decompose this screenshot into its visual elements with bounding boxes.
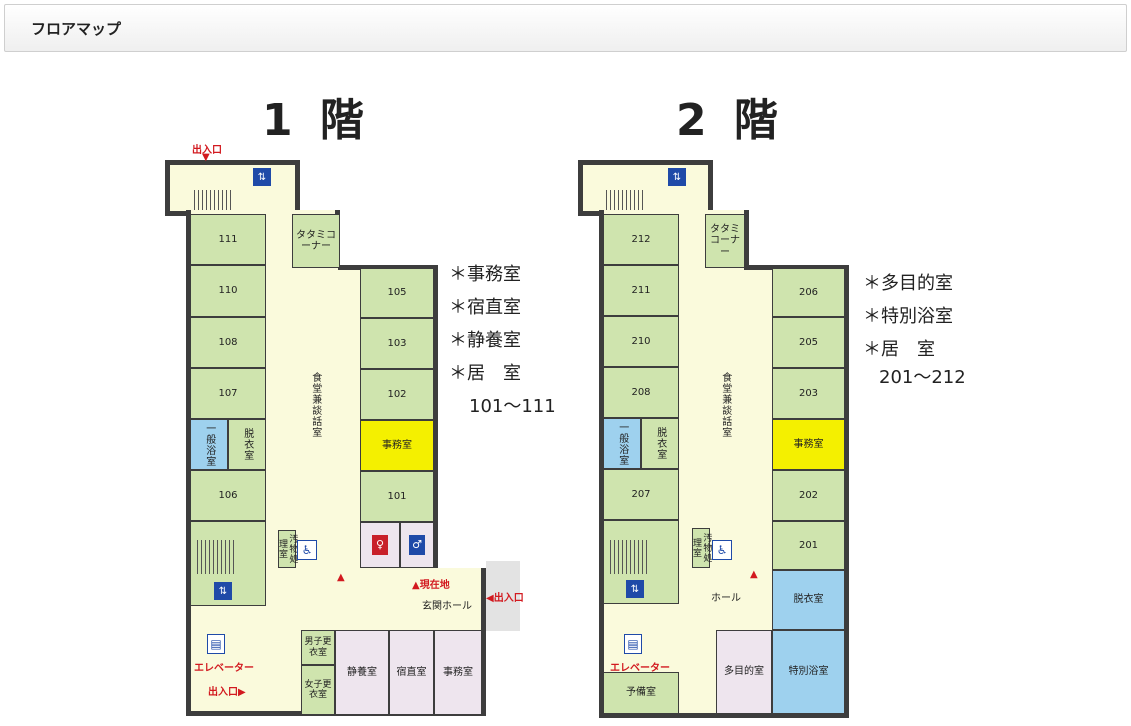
floor1-marker: ▲ — [337, 572, 345, 583]
floor1-dining-lounge: 食堂兼談話室 — [309, 372, 321, 438]
floor2-note: ＊特別浴室 — [863, 306, 953, 327]
floor1-general-bath: 一般浴室 — [190, 419, 228, 470]
accessible-icon: ♿ — [297, 540, 317, 560]
floor2-room-210: 210 — [603, 316, 679, 367]
floor2-room-208: 208 — [603, 367, 679, 418]
floor1-office: 事務室 — [360, 420, 434, 471]
elevator-icon: ▤ — [624, 634, 642, 654]
floor1-room-108: 108 — [190, 317, 266, 368]
floor1-room-111: 111 — [190, 214, 266, 265]
floor2-dressing-room-2: 脱衣室 — [772, 570, 845, 630]
floor2-note: ＊居 室 — [863, 339, 935, 360]
floor1-exit-top-arrow: ▼ — [202, 152, 210, 163]
floor2-note: ＊多目的室 — [863, 273, 953, 294]
floor1-tatami-corner: タタミコーナー — [292, 214, 340, 268]
floor1-note: ＊事務室 — [449, 264, 521, 285]
floor2-soiled-room: 汚物処理室 — [691, 528, 711, 568]
floor1-soiled-room: 汚物処理室 — [277, 530, 297, 568]
floor2-note: 201〜212 — [879, 367, 966, 388]
floor1-dressing-room: 脱衣室 — [228, 419, 266, 470]
floor1-exit-top-label: 出入口 — [192, 145, 222, 156]
floor2-room-206: 206 — [772, 268, 845, 317]
floor1-room-106: 106 — [190, 470, 266, 521]
floor2-special-bath: 特別浴室 — [772, 630, 845, 714]
floor1-outside-area — [486, 561, 520, 631]
page-header: フロアマップ — [4, 4, 1127, 52]
floor2-room-211: 211 — [603, 265, 679, 316]
floor1-office-2: 事務室 — [434, 630, 482, 715]
floor1-exit-bottom: 出入口▶ — [208, 687, 246, 698]
floor1-room-101: 101 — [360, 471, 434, 522]
floor1-room-102: 102 — [360, 369, 434, 420]
floor1-entrance-hall: 玄関ホール — [422, 601, 472, 613]
floor2-room-212: 212 — [603, 214, 679, 265]
floor2-dressing-room: 脱衣室 — [641, 418, 679, 469]
floor1-room-105: 105 — [360, 268, 434, 318]
floor2-office: 事務室 — [772, 419, 845, 470]
floor1-current-location: ▲現在地 — [412, 580, 450, 591]
floor2-notes: ＊多目的室 ＊特別浴室 ＊居 室 201〜212 — [863, 267, 966, 390]
floor1-note: 101〜111 — [469, 396, 556, 417]
floor1-duty-room: 宿直室 — [389, 630, 434, 715]
floor2-room-205: 205 — [772, 317, 845, 368]
floor1-note: ＊宿直室 — [449, 297, 521, 318]
floor1-stairs-bottom — [197, 540, 237, 574]
page-title: フロアマップ — [31, 20, 122, 38]
floor2-elevator-label: エレベーター — [610, 663, 670, 674]
stairs-icon: ⇅ — [253, 168, 271, 186]
floor2-room-203: 203 — [772, 368, 845, 419]
floor2-title: 2 階 — [676, 95, 784, 146]
floor1-room-103: 103 — [360, 318, 434, 369]
male-restroom: ♀ — [360, 522, 400, 568]
floor2-room-201: 201 — [772, 521, 845, 570]
floor2-stairs-bottom — [610, 540, 650, 574]
floor2-room-207: 207 — [603, 469, 679, 520]
floor1-exit-right: ◀出入口 — [486, 593, 524, 604]
floor1-title: 1 階 — [262, 95, 370, 146]
floor2-stairs-top — [606, 190, 646, 210]
stairs-icon: ⇅ — [214, 582, 232, 600]
floor1-room-110: 110 — [190, 265, 266, 317]
accessible-icon: ♿ — [712, 540, 732, 560]
female-restroom-icon: ♂ — [409, 535, 425, 555]
floor2-spare-room: 予備室 — [603, 672, 679, 714]
floor1-male-locker: 男子更衣室 — [301, 630, 335, 665]
floor2-dining-lounge: 食堂兼談話室 — [719, 372, 731, 438]
male-restroom-icon: ♀ — [372, 535, 388, 555]
floor1-note: ＊静養室 — [449, 330, 521, 351]
elevator-icon: ▤ — [207, 634, 225, 654]
floor2-room-202: 202 — [772, 470, 845, 521]
floor1-note: ＊居 室 — [449, 363, 521, 384]
floor2-hall: ホール — [711, 593, 741, 605]
stairs-icon: ⇅ — [668, 168, 686, 186]
floor1-female-locker: 女子更衣室 — [301, 665, 335, 715]
floor2-general-bath: 一般浴室 — [603, 418, 641, 469]
floor1-stairs-top — [194, 190, 234, 210]
floor1-rest-room: 静養室 — [335, 630, 389, 715]
stairs-icon: ⇅ — [626, 580, 644, 598]
floor2-multipurpose-room: 多目的室 — [716, 630, 772, 714]
floor1-elevator-label: エレベーター — [194, 663, 254, 674]
floor1-notes: ＊事務室 ＊宿直室 ＊静養室 ＊居 室 101〜111 — [449, 258, 556, 423]
floor2-tatami-corner: タタミコーナー — [705, 214, 745, 268]
floor1-room-107: 107 — [190, 368, 266, 419]
floor2-marker: ▲ — [750, 569, 758, 580]
female-restroom: ♂ — [400, 522, 434, 568]
